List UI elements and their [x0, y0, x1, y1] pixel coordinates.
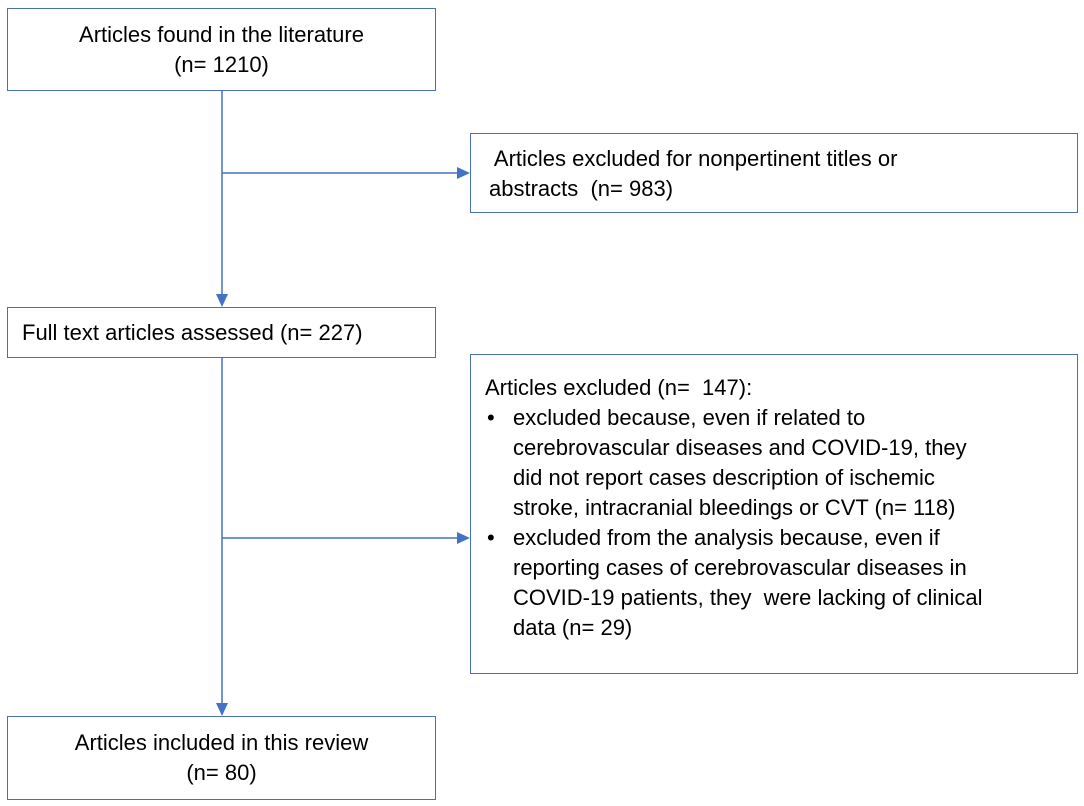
exclusion-reason-1-line-4: stroke, intracranial bleedings or CVT (n… — [513, 495, 956, 520]
exclusion-reason-1-line-2: cerebrovascular diseases and COVID-19, t… — [513, 435, 967, 460]
excluded-147-box: Articles excluded (n= 147): excluded bec… — [470, 354, 1078, 674]
arrowhead-to-assessed — [216, 294, 228, 307]
articles-found-label: Articles found in the literature — [79, 21, 364, 47]
exclusion-reason-item: excluded from the analysis because, even… — [485, 523, 1065, 643]
full-text-assessed-box: Full text articles assessed (n= 227) — [7, 307, 436, 358]
articles-included-label: Articles included in this review — [74, 730, 369, 755]
arrowhead-to-excluded-titles — [457, 167, 470, 179]
arrowhead-to-included — [216, 703, 228, 716]
exclusion-reason-1-line-3: did not report cases description of isch… — [513, 465, 935, 490]
excluded-147-heading: Articles excluded (n= 147): — [485, 375, 753, 400]
exclusion-reason-2-line-2: reporting cases of cerebrovascular disea… — [513, 555, 967, 580]
exclusion-reason-2-line-4: data (n= 29) — [513, 615, 633, 640]
arrowhead-to-excluded-147 — [457, 532, 470, 544]
excluded-titles-line-2: abstracts (n= 983) — [489, 176, 674, 201]
articles-found-count: (n= 1210) — [174, 51, 269, 77]
articles-found-box: Articles found in the literature (n= 121… — [7, 8, 436, 91]
exclusion-reason-item: excluded because, even if related to cer… — [485, 403, 1065, 523]
exclusion-reason-1-line-1: excluded because, even if related to — [513, 405, 866, 430]
full-text-assessed-label: Full text articles assessed (n= 227) — [22, 320, 363, 345]
excluded-titles-box: Articles excluded for nonpertinent title… — [470, 133, 1078, 213]
excluded-titles-line-1: Articles excluded for nonpertinent title… — [489, 146, 898, 171]
articles-included-count: (n= 80) — [186, 760, 257, 785]
exclusion-reason-2-line-1: excluded from the analysis because, even… — [513, 525, 940, 550]
exclusion-reasons-list: excluded because, even if related to cer… — [485, 403, 1065, 643]
exclusion-reason-2-line-3: COVID-19 patients, they were lacking of … — [513, 585, 983, 610]
articles-included-box: Articles included in this review (n= 80) — [7, 716, 436, 800]
